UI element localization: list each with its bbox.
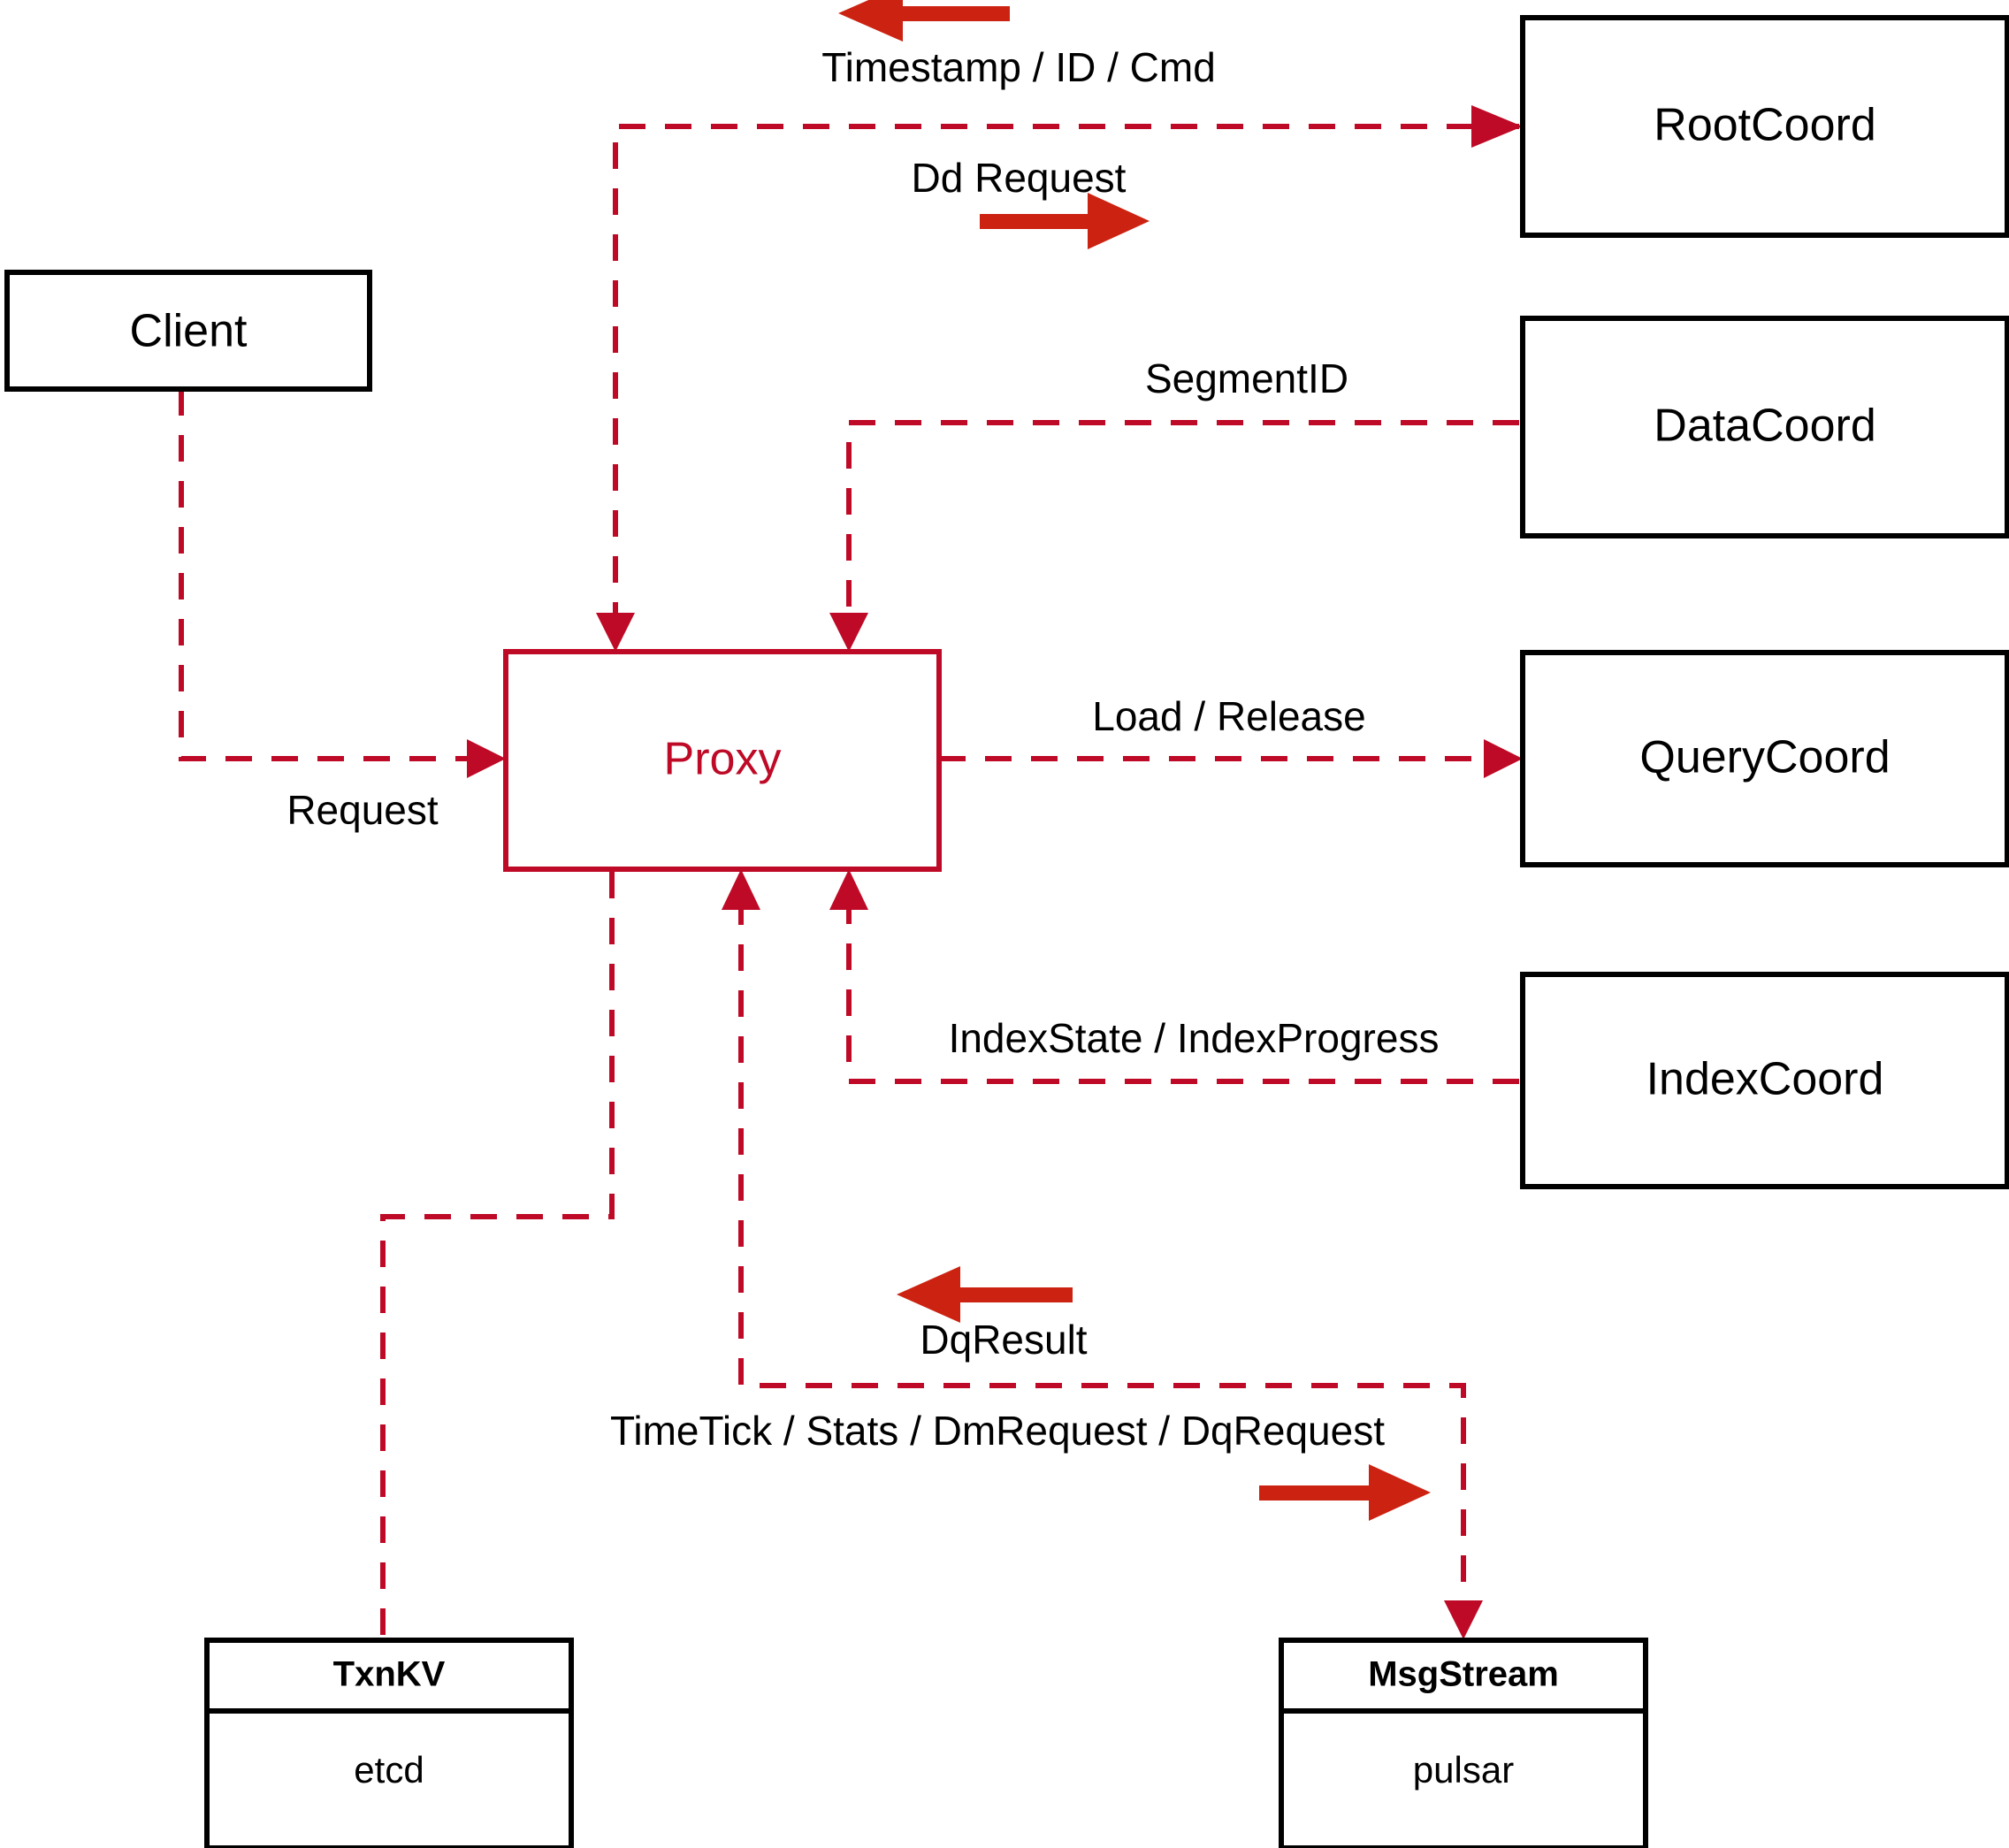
edge-label-load-release: Load / Release: [1092, 693, 1365, 739]
edge-proxy-txnkv-path: [380, 872, 615, 1640]
node-proxy[interactable]: Proxy: [503, 649, 942, 872]
edge-dd-request: [1471, 105, 1523, 148]
edge-request-arrowhead: [467, 739, 506, 778]
node-msgstream-box[interactable]: [1279, 1638, 1648, 1848]
node-datacoord-box[interactable]: [1520, 316, 2009, 538]
node-client-label: Client: [130, 306, 248, 357]
flow-arrow-dd-request-right: [980, 193, 1150, 249]
node-querycoord[interactable]: QueryCoord: [1520, 650, 2009, 867]
node-querycoord-box[interactable]: [1520, 650, 2009, 867]
node-msgstream-label: MsgStream: [1368, 1655, 1559, 1694]
node-rootcoord-label: RootCoord: [1654, 100, 1875, 151]
edge-indexstate-indexprogress-arrowhead: [829, 869, 868, 910]
edge-timetick-arrowhead: [1444, 1600, 1483, 1639]
flow-arrow-dqresult-left: [897, 1266, 1073, 1323]
edge-dqresult: [722, 869, 760, 910]
edge-timetick-path: [738, 898, 1466, 1611]
edge-request-path: [179, 389, 477, 761]
node-msgstream-sublabel: pulsar: [1413, 1749, 1514, 1791]
node-rootcoord[interactable]: RootCoord: [1520, 15, 2009, 238]
edge-indexstate-indexprogress: [829, 869, 1519, 1084]
edge-indexstate-indexprogress-path: [846, 898, 1519, 1084]
edge-load-release-arrowhead: [1484, 739, 1523, 778]
node-proxy-label: Proxy: [664, 734, 782, 785]
edge-timetick-stats-dmrequest-dqrequest: [738, 898, 1483, 1639]
node-client-box[interactable]: [4, 270, 372, 392]
node-querycoord-label: QueryCoord: [1639, 732, 1890, 783]
edge-segmentid-path: [846, 420, 1519, 624]
node-txnkv-box[interactable]: [204, 1638, 574, 1848]
edge-timestamp-id-cmd-arrowhead: [596, 613, 635, 652]
node-indexcoord-label: IndexCoord: [1646, 1054, 1884, 1105]
edge-dqresult-arrowhead: [722, 869, 760, 910]
node-txnkv-sublabel: etcd: [354, 1749, 424, 1791]
edge-label-timetick-stats-dmrequest-dqrequest: TimeTick / Stats / DmRequest / DqRequest: [610, 1408, 1385, 1454]
node-indexcoord[interactable]: IndexCoord: [1520, 972, 2009, 1189]
node-txnkv-label: TxnKV: [333, 1655, 446, 1694]
node-datacoord-label: DataCoord: [1654, 401, 1875, 452]
node-rootcoord-box[interactable]: [1520, 15, 2009, 238]
flow-arrow-timetick-right: [1259, 1464, 1431, 1521]
flow-arrow-timestamp-left: [838, 0, 1010, 42]
node-datacoord[interactable]: DataCoord: [1520, 316, 2009, 538]
edge-label-indexstate-indexprogress: IndexState / IndexProgress: [949, 1015, 1440, 1061]
edge-load-release: [939, 739, 1523, 778]
edge-timestamp-id-cmd-path: [613, 124, 1519, 624]
edge-segmentid: [829, 420, 1519, 652]
edge-timestamp-id-cmd: [596, 124, 1519, 652]
node-indexcoord-box[interactable]: [1520, 972, 2009, 1189]
node-msgstream[interactable]: MsgStream pulsar: [1279, 1638, 1648, 1848]
edge-label-request: Request: [286, 787, 439, 833]
edge-label-timestamp-id-cmd: Timestamp / ID / Cmd: [821, 44, 1216, 90]
edge-proxy-txnkv: [380, 872, 615, 1640]
edge-dd-request-arrowhead: [1471, 105, 1523, 148]
edge-label-segmentid: SegmentID: [1145, 355, 1348, 401]
node-proxy-box[interactable]: [503, 649, 942, 872]
edge-label-dd-request: Dd Request: [912, 155, 1127, 201]
node-txnkv[interactable]: TxnKV etcd: [204, 1638, 574, 1848]
edge-request: [179, 389, 506, 778]
edge-segmentid-arrowhead: [829, 613, 868, 652]
edge-label-dqresult: DqResult: [920, 1317, 1087, 1363]
node-client[interactable]: Client: [4, 270, 372, 392]
